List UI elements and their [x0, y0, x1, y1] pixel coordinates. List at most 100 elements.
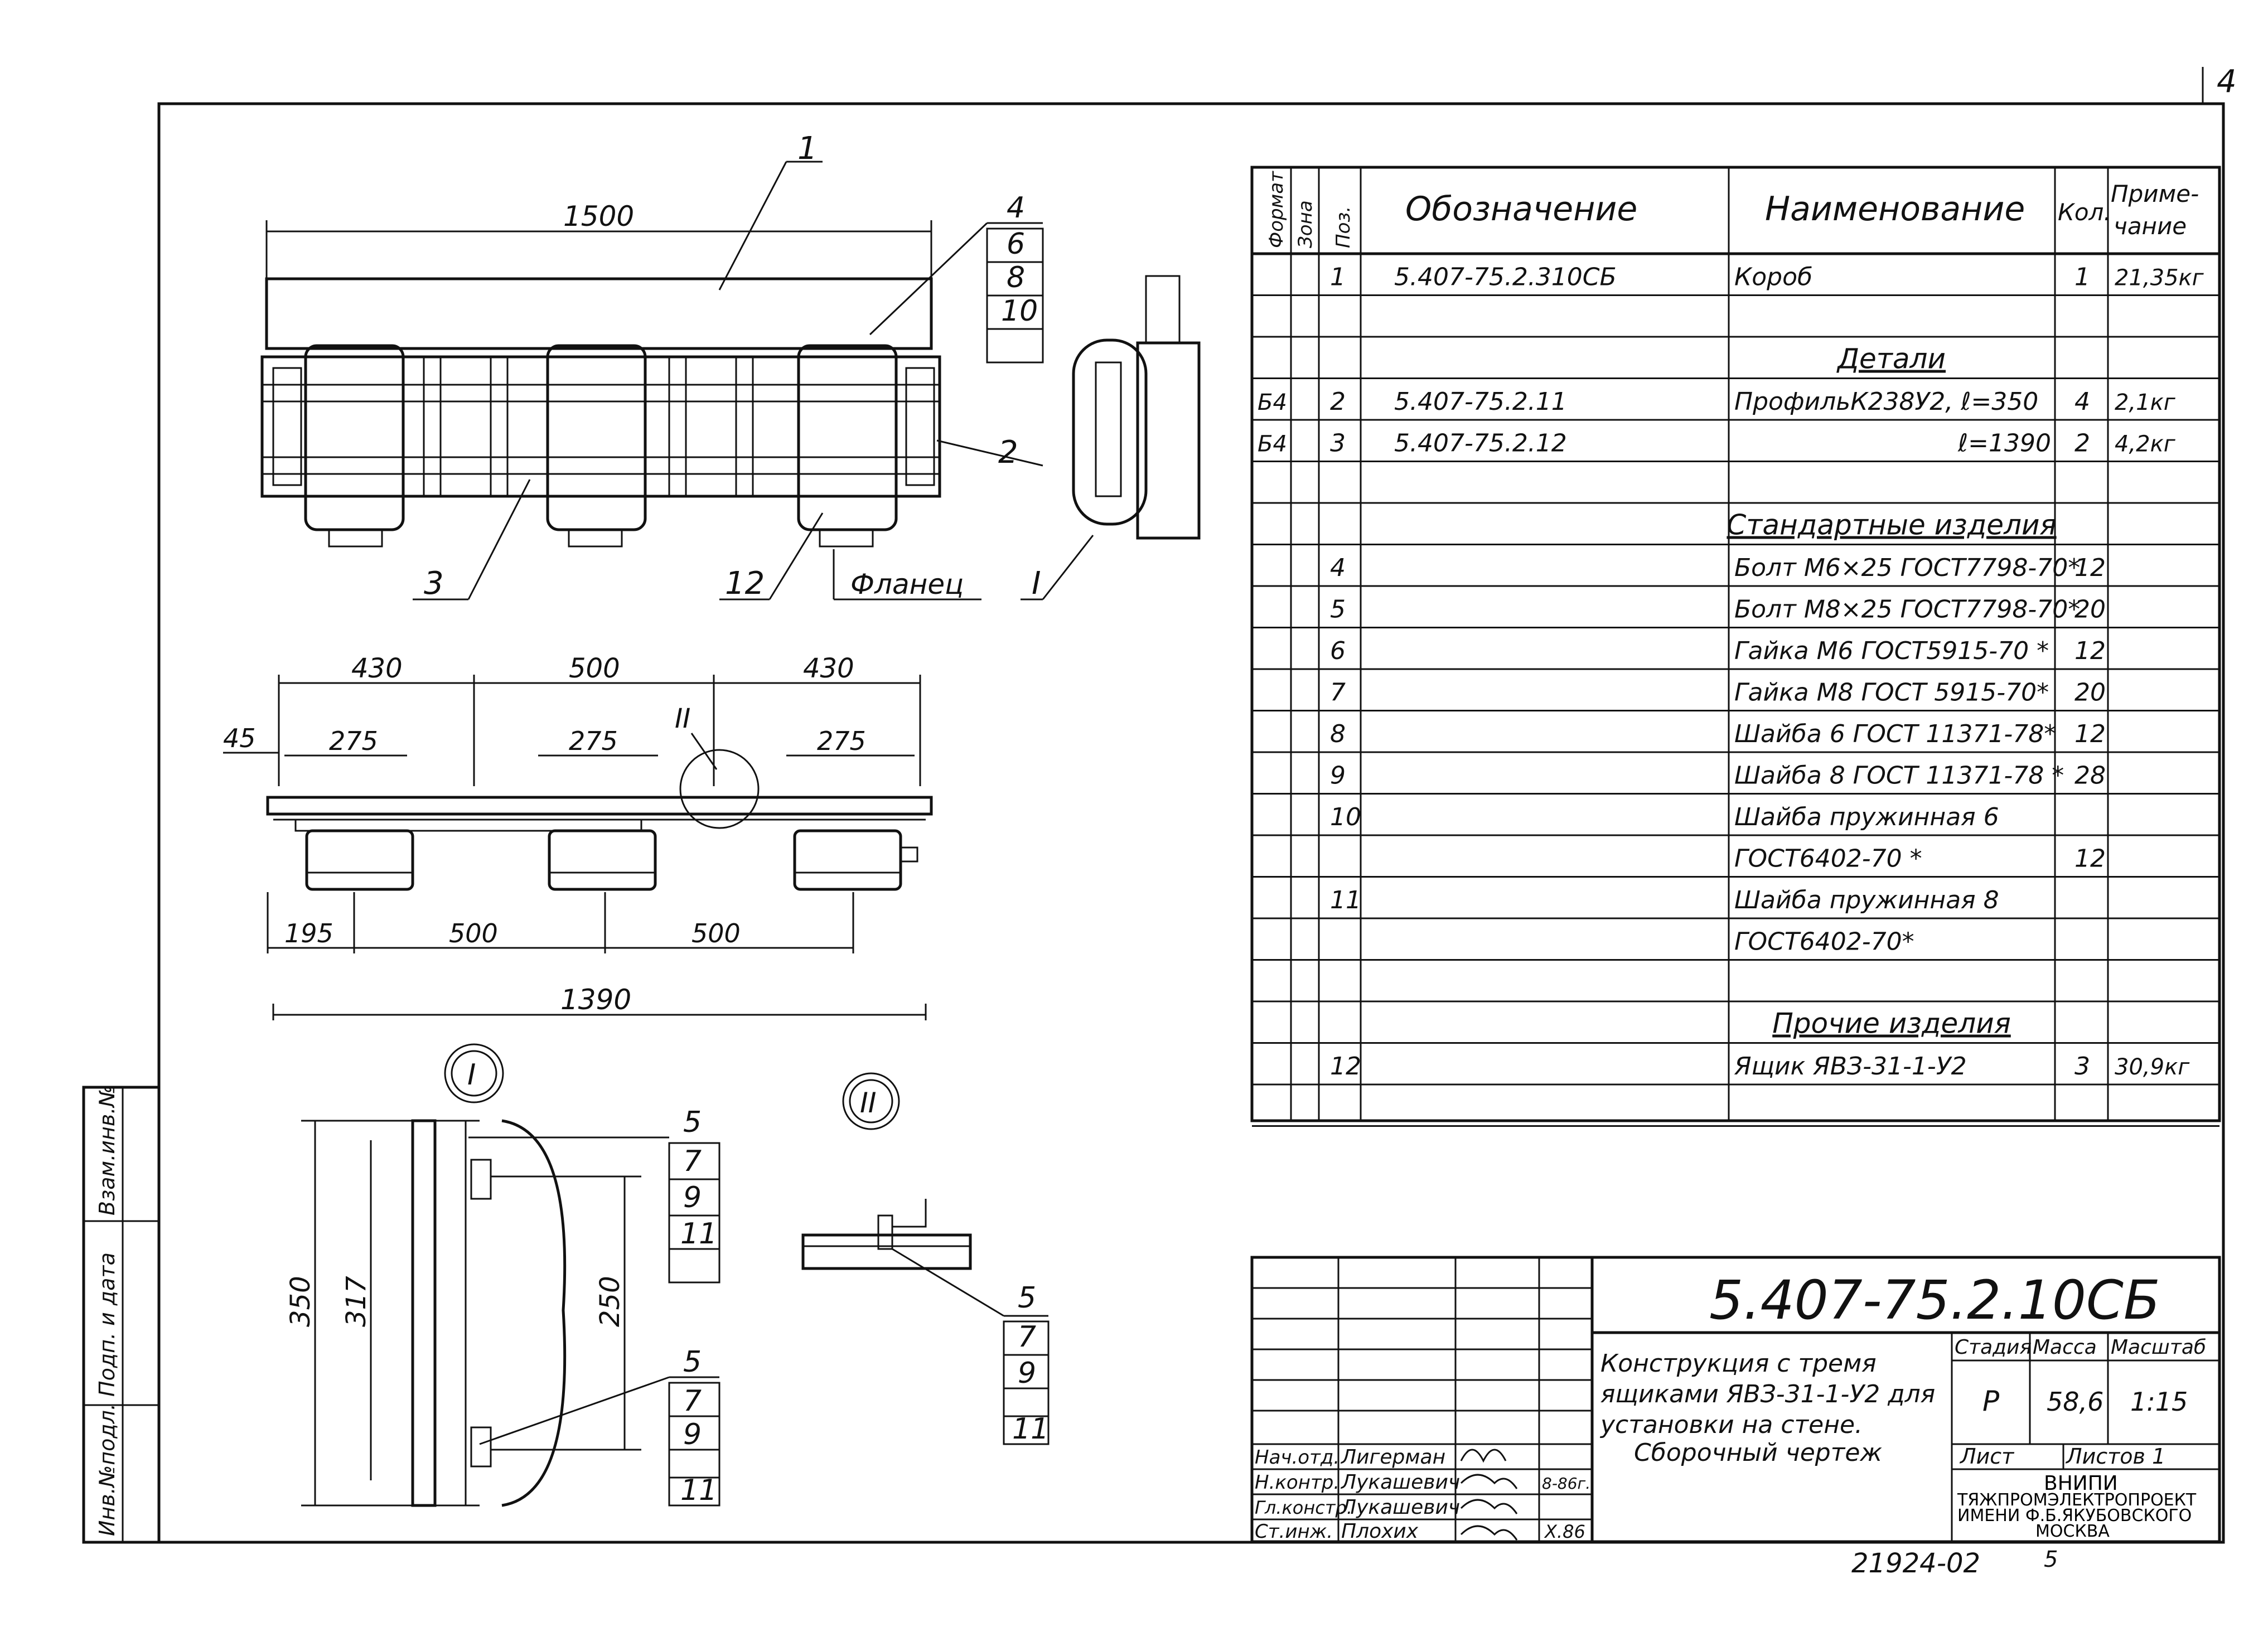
svg-text:7: 7: [683, 1145, 702, 1178]
stamp-podp-data: Подп. и дата: [95, 1252, 119, 1397]
cell-naimenovanie: ПрофильК238У2, ℓ=350: [1734, 388, 2038, 416]
cell-oboznachenie: 5.407-75.2.310СБ: [1394, 263, 1617, 292]
svg-text:9: 9: [683, 1418, 702, 1451]
section-heading: Детали: [1836, 343, 1946, 375]
dim-317: 317: [341, 1276, 372, 1327]
svg-text:11: 11: [680, 1217, 717, 1251]
cell-naimenovanie: Болт М6×25 ГОСТ7798-70*: [1734, 554, 2080, 582]
cell-kol: 2: [2074, 429, 2090, 458]
svg-text:8: 8: [1007, 261, 1025, 294]
svg-text:9: 9: [1018, 1357, 1036, 1390]
svg-text:ТЯЖПРОМЭЛЕКТРОПРОЕКТ: ТЯЖПРОМЭЛЕКТРОПРОЕКТ: [1957, 1490, 2197, 1510]
cell-naimenovanie: ℓ=1390: [1957, 429, 2051, 458]
callout-3: 3: [424, 565, 444, 602]
hdr-oboznachenie: Обозначение: [1405, 190, 1637, 229]
sheet-frame: [157, 102, 2225, 1544]
svg-text:7: 7: [1018, 1320, 1036, 1354]
svg-text:8-86г.: 8-86г.: [1542, 1474, 1590, 1493]
cell-poz: 10: [1330, 803, 1361, 831]
svg-text:ВНИПИ: ВНИПИ: [2044, 1472, 2118, 1495]
dim-350: 350: [285, 1276, 316, 1327]
cell-format: Б4: [1258, 432, 1287, 457]
cell-kol: 12: [2074, 720, 2106, 748]
svg-text:10: 10: [1001, 294, 1038, 328]
hdr-kol: Кол.: [2058, 198, 2111, 226]
svg-text:Гл.констр.: Гл.констр.: [1255, 1497, 1352, 1518]
view-II-ref: II: [675, 703, 690, 734]
svg-text:5: 5: [1018, 1281, 1036, 1315]
svg-text:11: 11: [680, 1474, 717, 1507]
cell-kol: 4: [2074, 388, 2090, 416]
cell-poz: 11: [1330, 886, 1361, 914]
svg-text:Приме-: Приме-: [2111, 180, 2199, 207]
cell-primechanie: 21,35кг: [2115, 265, 2204, 291]
svg-text:Сборочный чертеж: Сборочный чертеж: [1634, 1439, 1882, 1467]
top-view: 1500 1 2 3 12 Фланец: [260, 130, 1044, 602]
cell-primechanie: 4,2кг: [2115, 432, 2176, 457]
korob: [265, 277, 933, 350]
svg-text:чание: чание: [2114, 212, 2187, 240]
cell-poz: 7: [1330, 679, 1346, 707]
stamp-vzam-inv: Взам.инв.№: [95, 1085, 119, 1216]
cell-naimenovanie: Ящик ЯВЗ-31-1-У2: [1734, 1052, 1967, 1081]
front-box-2: [548, 829, 657, 891]
cell-primechanie: 30,9кг: [2115, 1054, 2190, 1080]
front-box-1: [305, 829, 414, 891]
cell-poz: 9: [1330, 762, 1346, 790]
side-view: I: [1021, 275, 1201, 602]
svg-text:4: 4: [1007, 191, 1025, 225]
dim-275c: 275: [817, 726, 866, 756]
svg-text:9: 9: [683, 1181, 702, 1214]
dim-275b: 275: [569, 726, 618, 756]
cell-naimenovanie: Шайба 8 ГОСТ 11371-78 *: [1734, 762, 2064, 790]
cell-poz: 1: [1330, 263, 1346, 292]
svg-text:Н.контр.: Н.контр.: [1255, 1471, 1339, 1494]
detail-I: I 350 317 250 5 7 9 11 5 7 9 11: [285, 1043, 720, 1507]
cell-kol: 12: [2074, 845, 2106, 873]
svg-text:I: I: [467, 1058, 476, 1092]
spec-table: Формат Зона Поз. Обозначение Наименовани…: [1250, 166, 2221, 1127]
svg-text:Стадия: Стадия: [1955, 1336, 2032, 1359]
section-heading: Прочие изделия: [1772, 1008, 2011, 1040]
svg-text:II: II: [860, 1087, 877, 1119]
cell-naimenovanie: Короб: [1734, 263, 1812, 292]
dim-430a: 430: [351, 653, 403, 684]
dim-500b: 500: [449, 918, 498, 948]
cell-poz: 4: [1330, 554, 1346, 582]
svg-text:Х.86: Х.86: [1544, 1521, 1585, 1542]
dim-1500: 1500: [563, 200, 634, 233]
svg-text:ящиками ЯВЗ-31-1-У2 для: ящиками ЯВЗ-31-1-У2 для: [1600, 1380, 1935, 1408]
dim-500c: 500: [691, 918, 741, 948]
dim-250: 250: [594, 1276, 626, 1327]
callout-2: 2: [998, 434, 1018, 471]
bottom-code: 21924-02: [1851, 1548, 1980, 1579]
detail-II: II 5 7 9 11: [801, 1072, 1050, 1446]
svg-text:Лигерман: Лигерман: [1340, 1446, 1445, 1469]
cell-naimenovanie: ГОСТ6402-70 *: [1734, 845, 1922, 873]
svg-text:Масштаб: Масштаб: [2111, 1336, 2206, 1359]
dim-45: 45: [223, 723, 256, 753]
hdr-zona: Зона: [1294, 200, 1317, 248]
cell-primechanie: 2,1кг: [2115, 390, 2176, 415]
stamp-inv-podl: Инв.№подл.: [95, 1403, 119, 1536]
doc-number: 5.407-75.2.10СБ: [1709, 1269, 2160, 1331]
dim-430b: 430: [803, 653, 854, 684]
cell-naimenovanie: ГОСТ6402-70*: [1734, 928, 1914, 956]
cell-naimenovanie: Гайка М6 ГОСТ5915-70 *: [1734, 637, 2049, 665]
cell-kol: 12: [2074, 637, 2106, 665]
cell-naimenovanie: Шайба пружинная 6: [1734, 803, 1999, 831]
svg-text:Конструкция с тремя: Конструкция с тремя: [1600, 1349, 1877, 1378]
dim-1390: 1390: [560, 984, 631, 1016]
svg-text:11: 11: [1012, 1412, 1049, 1446]
cell-poz: 12: [1330, 1052, 1361, 1081]
box-3: [797, 344, 898, 531]
cell-kol: 1: [2074, 263, 2090, 292]
svg-text:установки на стене.: установки на стене.: [1599, 1411, 1863, 1439]
cell-poz: 3: [1330, 429, 1346, 458]
cell-format: Б4: [1258, 390, 1287, 415]
svg-text:Плохих: Плохих: [1341, 1520, 1419, 1543]
hdr-naimenovanie: Наименование: [1765, 190, 2025, 229]
svg-text:5: 5: [683, 1345, 702, 1379]
stadia-value: Р: [1982, 1385, 2000, 1417]
svg-text:6: 6: [1007, 227, 1025, 261]
